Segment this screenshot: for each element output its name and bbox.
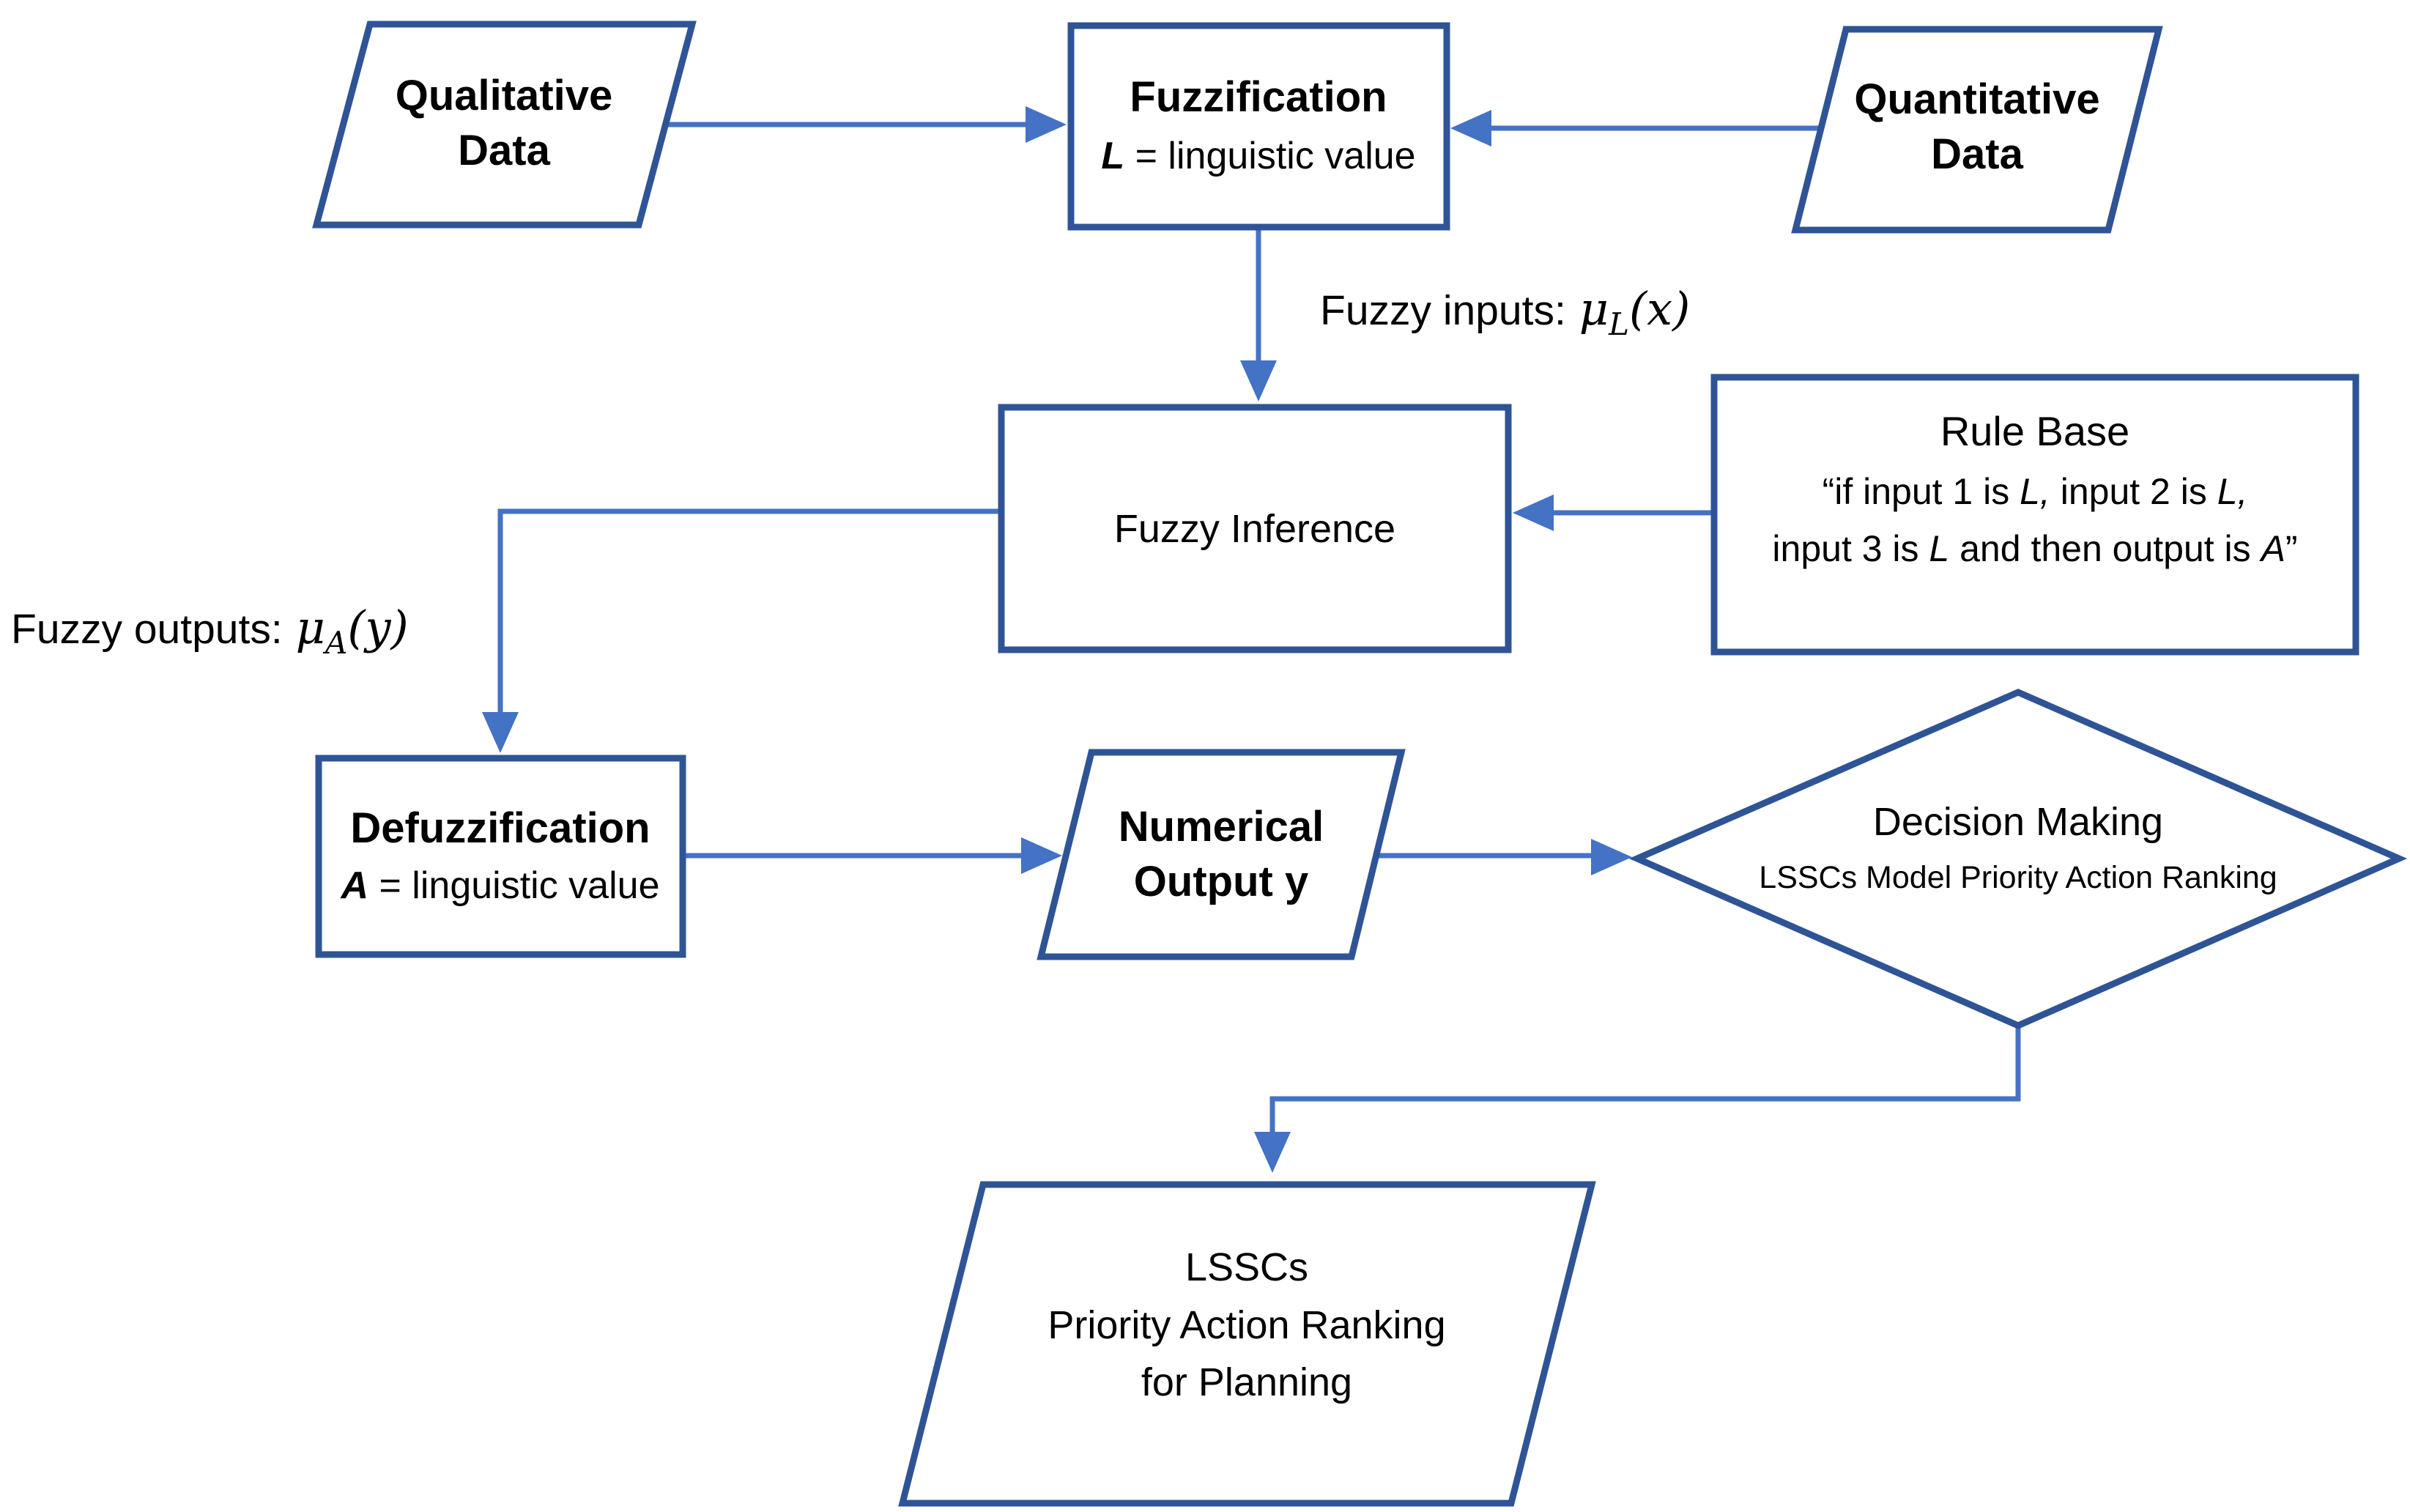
lsscs-line3: for Planning	[1141, 1360, 1352, 1404]
connectors	[482, 106, 2021, 1173]
arrow-inference-to-defuzzification-head	[482, 712, 519, 753]
node-quantitative-data: Quantitative Data	[1791, 26, 2163, 234]
node-lsscs-output: LSSCs Priority Action Ranking for Planni…	[898, 1181, 1596, 1507]
label-fuzzy-inputs: Fuzzy inputs:μL(x)	[1320, 282, 1690, 342]
defuzzification-rect-shape	[315, 755, 686, 958]
arrow-fuzzification-to-inference-head	[1240, 360, 1277, 401]
arrow-defuzzification-to-output-head	[1021, 837, 1062, 874]
numerical-output-parallelogram-shape	[1037, 749, 1406, 960]
defuzzification-title: Defuzzification	[350, 804, 650, 852]
qualitative-label-line1: Qualitative	[396, 72, 613, 119]
rule-base-quote-line1: “if input 1 is L, input 2 is L,	[1823, 471, 2248, 512]
node-qualitative-data: Qualitative Data	[312, 21, 697, 229]
decision-title: Decision Making	[1873, 800, 2163, 844]
decision-subtitle: LSSCs Model Priority Action Ranking	[1759, 860, 2277, 895]
node-defuzzification: Defuzzification A = linguistic value	[315, 755, 686, 958]
node-fuzzy-inference: Fuzzy Inference	[998, 404, 1512, 653]
arrow-decision-to-lsscs-head	[1254, 1132, 1291, 1173]
rule-base-quote-line2: input 3 is L and then output is A”	[1772, 528, 2297, 569]
arrow-rulebase-to-inference-head	[1513, 494, 1554, 531]
rule-base-rect-shape	[1710, 374, 2359, 656]
numerical-output-line1: Numerical	[1119, 803, 1324, 850]
fuzzy-inference-rect-shape	[998, 404, 1512, 653]
arrow-output-to-decision-head	[1591, 839, 1632, 875]
label-fuzzy-outputs: Fuzzy outputs:μA(y)	[11, 601, 409, 661]
decision-diamond-shape	[1628, 689, 2408, 1029]
qualitative-parallelogram-shape	[312, 21, 697, 229]
lsscs-line1: LSSCs	[1185, 1245, 1308, 1289]
node-rule-base: Rule Base “if input 1 is L, input 2 is L…	[1710, 374, 2359, 656]
defuzzification-subtitle: A = linguistic value	[339, 864, 659, 907]
arrow-quantitative-to-fuzzification-head	[1450, 110, 1491, 147]
quantitative-parallelogram-shape	[1791, 26, 2163, 234]
numerical-output-line2: Output y	[1134, 858, 1308, 905]
fuzzification-title: Fuzzification	[1130, 73, 1387, 121]
node-numerical-output: Numerical Output y	[1037, 749, 1406, 960]
node-decision-making: Decision Making LSSCs Model Priority Act…	[1628, 689, 2408, 1029]
lsscs-parallelogram-shape	[898, 1181, 1596, 1507]
lsscs-line2: Priority Action Ranking	[1048, 1303, 1445, 1347]
arrow-inference-to-defuzzification-line	[497, 508, 1001, 712]
fuzzification-rect-shape	[1067, 22, 1450, 231]
fuzzification-subtitle: L = linguistic value	[1101, 135, 1415, 177]
fuzzy-inference-title: Fuzzy Inference	[1114, 507, 1395, 551]
node-fuzzification: Fuzzification L = linguistic value	[1067, 22, 1450, 231]
quantitative-label-line2: Data	[1931, 130, 2023, 178]
arrow-qualitative-to-fuzzification-head	[1026, 106, 1067, 143]
rule-base-title: Rule Base	[1940, 408, 2129, 454]
qualitative-label-line2: Data	[458, 127, 550, 174]
quantitative-label-line1: Quantitative	[1854, 75, 2099, 123]
arrow-decision-to-lsscs-line	[1269, 1026, 2021, 1132]
